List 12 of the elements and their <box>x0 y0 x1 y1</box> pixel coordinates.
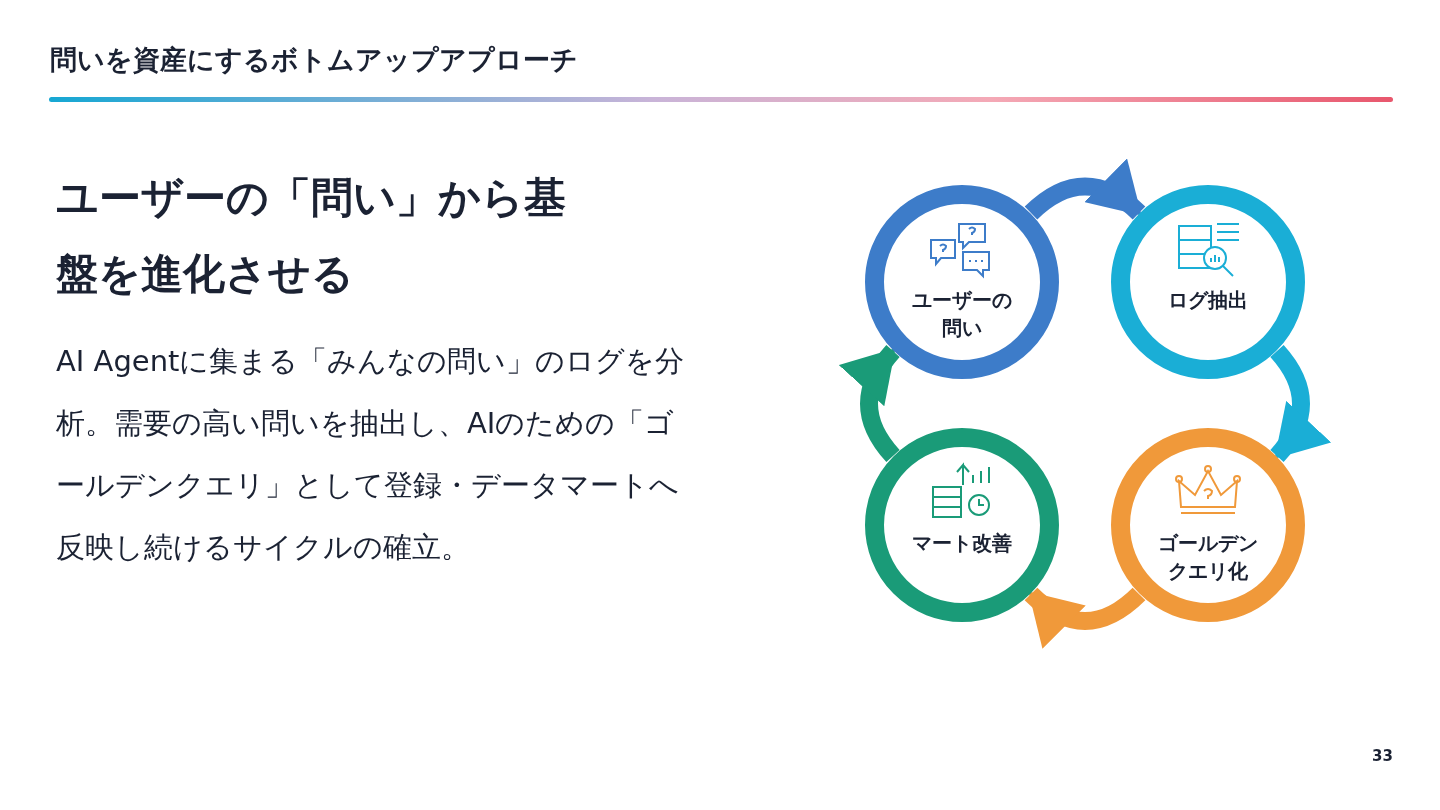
cycle-arrow <box>1024 587 1146 649</box>
slide-title: 問いを資産にするボトムアップアプローチ <box>50 43 578 77</box>
step-label: ログ抽出 <box>1167 287 1249 314</box>
cycle-arrow <box>1270 345 1331 462</box>
cycle-arrow <box>839 345 900 462</box>
step-label: ユーザーの問い <box>911 287 1013 342</box>
body-text: AI Agentに集まる「みんなの問い」のログを分析。需要の高い問いを抽出し、AIのための「ゴールデンクエリ」として登録・データマートへ反映し続けるサイクルの確立。 <box>56 343 686 566</box>
cycle-arrow <box>1025 158 1145 220</box>
page-number: 33 <box>1372 747 1393 765</box>
step-label: ゴールデンクエリ化 <box>1157 530 1259 585</box>
step-label: マート改善 <box>911 530 1013 557</box>
headline: ユーザーの「問い」から基盤を進化させる <box>56 172 567 300</box>
